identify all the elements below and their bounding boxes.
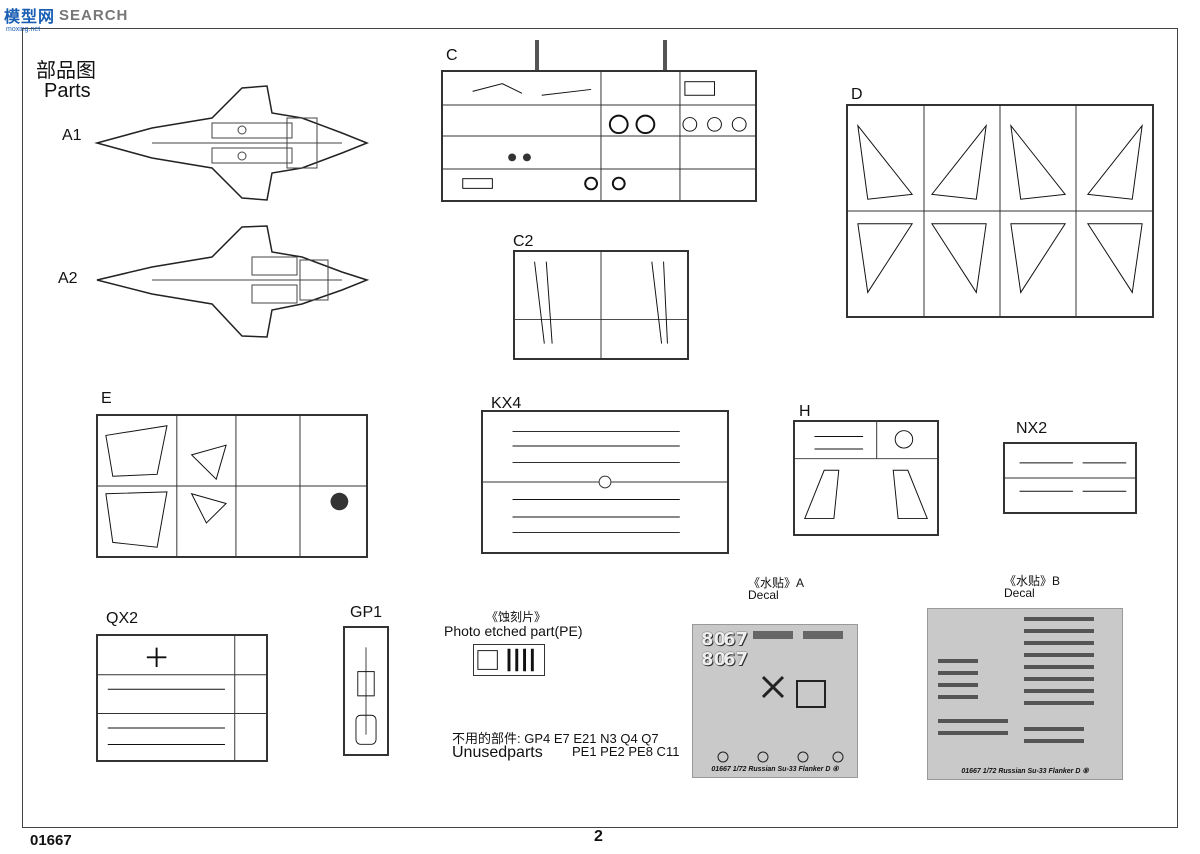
decal-b-caption: 01667 1/72 Russian Su-33 Flanker D ⑧ — [961, 768, 1089, 775]
label-gp1: GP1 — [350, 604, 383, 621]
decal-a-number-4: 67 — [723, 649, 749, 670]
sprue-nx2 — [1003, 442, 1137, 514]
label-h: H — [799, 403, 811, 420]
decal-a-number-3: 80 — [701, 649, 727, 670]
unused-parts-en: Unusedparts — [452, 744, 543, 761]
watermark-sub: moxing.net — [6, 26, 41, 33]
label-a1: A1 — [62, 127, 82, 144]
label-nx2: NX2 — [1016, 420, 1048, 437]
watermark-search: SEARCH — [59, 6, 129, 24]
sprue-c-gate — [535, 40, 539, 70]
unused-parts-cn: 不用的部件: GP4 E7 E21 N3 Q4 Q7 — [452, 731, 659, 746]
sprue-d — [846, 104, 1154, 318]
label-kx4: KX4 — [491, 395, 522, 412]
pe-fret — [473, 644, 545, 676]
decal-a-caption: 01667 1/72 Russian Su-33 Flanker D ④ — [711, 766, 839, 773]
decal-a-label-en: Decal — [748, 588, 779, 602]
decal-sheet-b: 01667 1/72 Russian Su-33 Flanker D ⑧ — [927, 608, 1123, 780]
label-a2: A2 — [58, 270, 78, 287]
sprue-qx2 — [96, 634, 268, 762]
sprue-gp1 — [343, 626, 389, 756]
watermark-logo: 模型网 — [4, 9, 56, 26]
sprue-c-gate — [663, 40, 667, 70]
product-code: 01667 — [30, 832, 72, 849]
sprue-e — [96, 414, 368, 558]
part-a2-drawing — [96, 225, 370, 338]
watermark: 模型网 SEARCH — [4, 4, 129, 27]
sprue-kx4 — [481, 410, 729, 554]
label-c: C — [446, 47, 458, 64]
pe-label-en: Photo etched part(PE) — [444, 623, 583, 639]
page-number: 2 — [594, 828, 603, 845]
decal-sheet-a: 80 67 80 67 01667 1/72 Russian Su-33 Fla… — [692, 624, 858, 778]
decal-a-label-cn: 《水贴》A — [748, 576, 805, 590]
title-english: Parts — [44, 80, 91, 102]
label-d: D — [851, 86, 863, 103]
decal-b-markings — [938, 617, 1094, 743]
decal-a-number-1: 80 — [701, 629, 727, 650]
decal-b-label-en: Decal — [1004, 586, 1035, 600]
label-c2: C2 — [513, 233, 534, 250]
unused-parts-list: PE1 PE2 PE8 C11 — [572, 744, 680, 759]
decal-a-number-2: 67 — [723, 629, 749, 650]
decal-a-markings — [717, 631, 844, 763]
sprue-c — [441, 70, 757, 202]
part-a1-drawing — [94, 85, 370, 201]
sprue-c2 — [513, 250, 689, 360]
title-chinese: 部品图 — [36, 60, 96, 82]
sprue-h — [793, 420, 939, 536]
pe-label-cn: 《蚀刻片》 — [486, 610, 547, 624]
label-e: E — [101, 390, 112, 407]
page-frame — [22, 28, 1178, 828]
decal-b-label-cn: 《水贴》B — [1004, 574, 1061, 588]
label-qx2: QX2 — [106, 610, 139, 627]
